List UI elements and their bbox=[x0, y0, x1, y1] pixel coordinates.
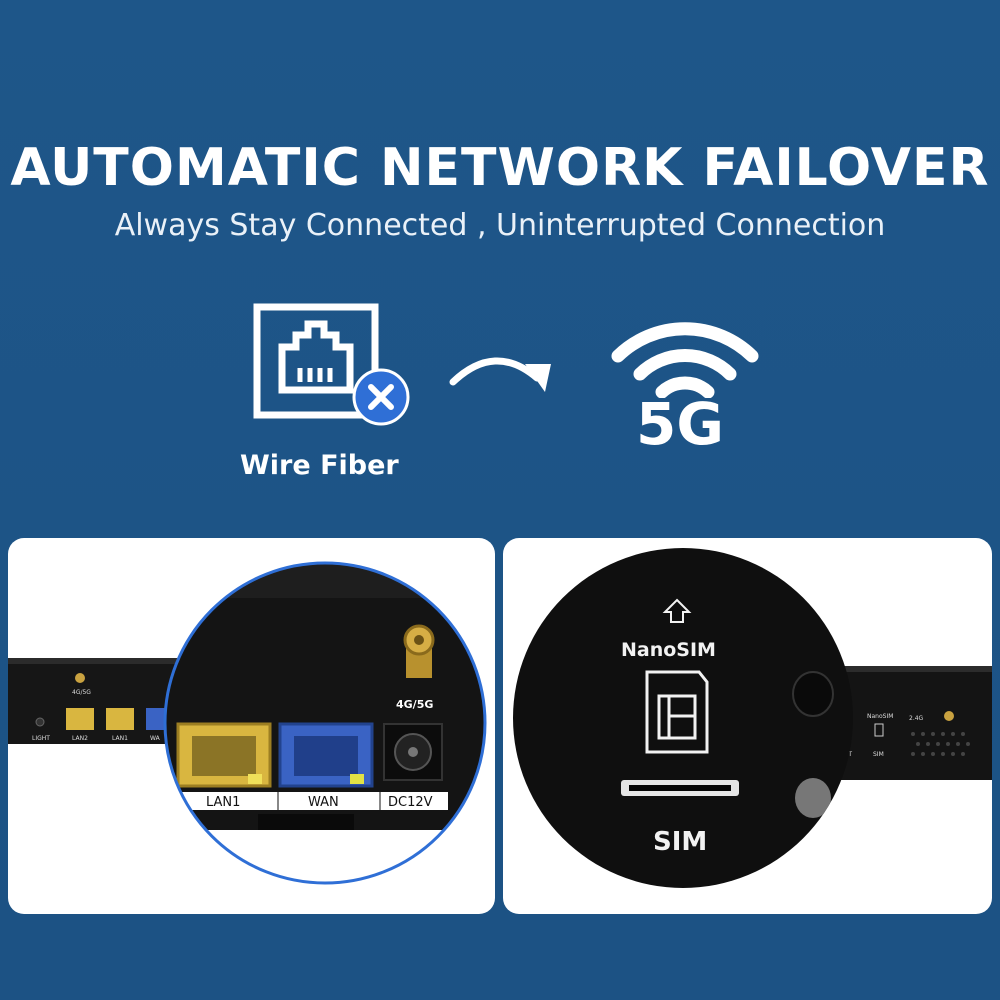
ports-photo-panel: 4G/5G LIGHT LAN2 LAN1 WA 4G/5G bbox=[8, 538, 495, 914]
port-label-lan1: LAN1 bbox=[206, 795, 240, 810]
small-port-lan2 bbox=[66, 708, 94, 730]
small-port-lan1 bbox=[106, 708, 134, 730]
sim-photo-panel: NanoSIM 2.4G ESET SIM NanoSIM bbox=[503, 538, 992, 914]
zoom-lens-sim: NanoSIM SIM bbox=[513, 548, 853, 888]
insert-arrow-icon bbox=[662, 598, 692, 623]
ethernet-port-icon bbox=[253, 303, 379, 419]
close-icon bbox=[352, 368, 410, 426]
target-label: 5G bbox=[636, 390, 724, 458]
router-body-side bbox=[833, 670, 992, 780]
source-label: Wire Fiber bbox=[240, 450, 399, 481]
antenna-small-icon-side bbox=[944, 711, 954, 721]
small-label-24g: 2.4G bbox=[909, 715, 924, 722]
page-title: AUTOMATIC NETWORK FAILOVER bbox=[10, 138, 990, 198]
small-label-antenna: 4G/5G bbox=[72, 689, 91, 696]
page-subtitle: Always Stay Connected , Uninterrupted Co… bbox=[114, 208, 886, 243]
port-label-wan: WAN bbox=[308, 795, 339, 810]
antenna-small-icon bbox=[75, 673, 85, 683]
wifi-signal-icon bbox=[611, 322, 759, 398]
small-label-wan: WA bbox=[150, 735, 161, 742]
port-label-dc: DC12V bbox=[388, 795, 433, 810]
small-port-wan bbox=[146, 708, 168, 730]
small-label-light: LIGHT bbox=[32, 735, 50, 742]
nano-sim-label: NanoSIM bbox=[621, 639, 716, 661]
small-label-nanosim: NanoSIM bbox=[867, 713, 893, 720]
sim-card-icon bbox=[645, 670, 709, 754]
antenna-label: 4G/5G bbox=[396, 698, 433, 711]
sim-label: SIM bbox=[653, 827, 707, 857]
small-label-lan1: LAN1 bbox=[112, 735, 128, 742]
small-label-sim: SIM bbox=[873, 751, 884, 758]
zoom-lens-ports: 4G/5G LAN1 WAN DC12V bbox=[165, 563, 485, 883]
curved-arrow-icon bbox=[449, 357, 551, 392]
small-label-lan2: LAN2 bbox=[72, 735, 88, 742]
